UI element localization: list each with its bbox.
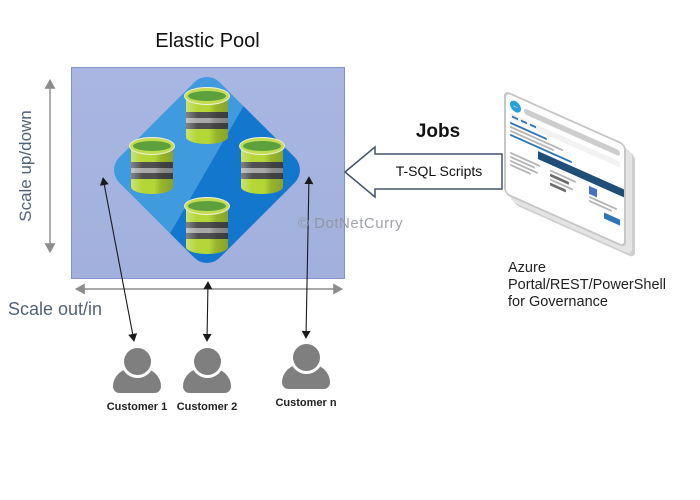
database-icon — [240, 138, 284, 196]
person-icon — [106, 348, 168, 393]
customer-label: Customer n — [275, 397, 337, 409]
portal-caption-line2: for Governance — [508, 294, 608, 310]
database-body — [186, 206, 228, 254]
jobs-title: Jobs — [415, 121, 461, 142]
portal-caption-line1: Azure Portal/REST/PowerShell — [508, 260, 666, 293]
customer-label: Customer 1 — [106, 401, 168, 413]
person-icon — [275, 344, 337, 389]
customer-n-connector-arrow — [301, 176, 314, 339]
database-top — [185, 198, 229, 214]
customer2-connector-arrow — [202, 281, 213, 342]
database-top — [185, 88, 229, 104]
tsql-scripts-label: T-SQL Scripts — [395, 163, 483, 179]
portal-caption: Azure Portal/REST/PowerShell for Governa… — [508, 260, 700, 311]
tsql-block-arrow — [343, 145, 503, 199]
customer-2-group: Customer 2 — [176, 348, 238, 413]
customer-1-group: Customer 1 — [106, 348, 168, 413]
customer1-connector-arrow — [99, 177, 138, 342]
person-head — [123, 348, 151, 375]
customer-label: Customer 2 — [176, 401, 238, 413]
scale-out-in-label: Scale out/in — [8, 299, 103, 319]
database-body — [131, 146, 173, 194]
person-icon — [176, 348, 238, 393]
database-icon — [130, 138, 174, 196]
person-head — [292, 344, 320, 371]
database-body — [241, 146, 283, 194]
database-top — [240, 138, 284, 154]
scale-up-down-label: Scale up/down — [16, 110, 35, 222]
database-body — [186, 96, 228, 144]
person-head — [193, 348, 221, 375]
database-icon — [185, 88, 229, 146]
diagram-title: Elastic Pool — [155, 30, 260, 52]
watermark: © DotNetCurry — [298, 215, 404, 232]
database-icon — [185, 198, 229, 256]
database-top — [130, 138, 174, 154]
customer-n-group: Customer n — [275, 344, 337, 409]
